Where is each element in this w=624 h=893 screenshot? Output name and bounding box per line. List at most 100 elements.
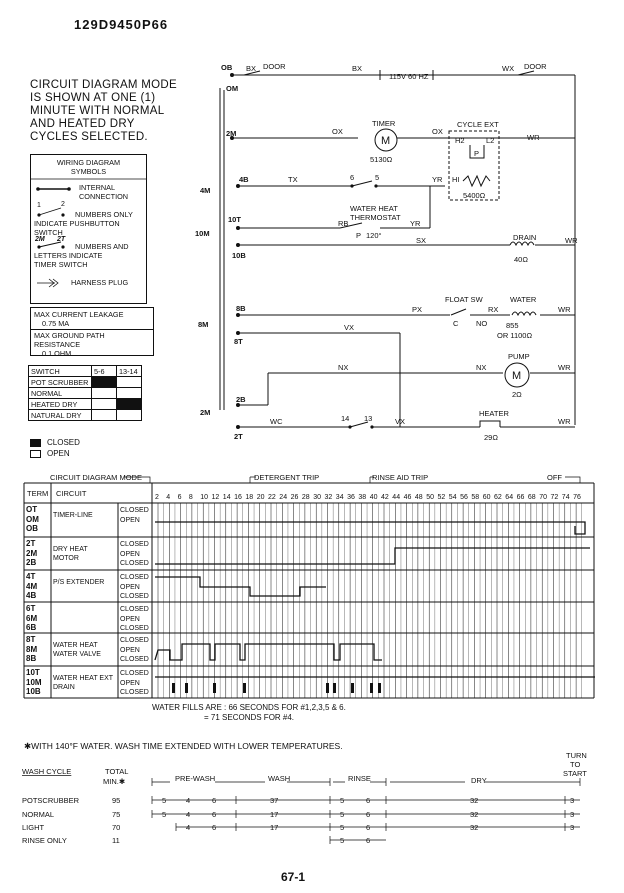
cycle-total: 95 — [112, 796, 120, 805]
phase-bar — [385, 810, 565, 818]
svg-text:CIRCUIT DIAGRAM MODE: CIRCUIT DIAGRAM MODE — [50, 473, 142, 482]
tick-label: 70 — [539, 494, 547, 501]
phase-bar — [329, 810, 386, 818]
svg-text:HEATER: HEATER — [479, 409, 509, 418]
switch-row: NATURAL DRY — [28, 409, 142, 421]
term-8b: 8B — [236, 304, 246, 313]
term-2m-low: 2M — [200, 408, 210, 417]
rinse-minutes: 6 — [366, 810, 370, 819]
prewash-minutes: 6 — [212, 796, 216, 805]
wash-cycle-table: WASH CYCLE TOTAL MIN.✱ PRE-WASH WASH RIN… — [22, 751, 587, 845]
svg-text:C: C — [453, 319, 459, 328]
rinse-minutes: 5 — [340, 836, 344, 845]
prewash-minutes: 6 — [212, 823, 216, 832]
svg-text:CYCLE EXT: CYCLE EXT — [457, 120, 499, 129]
cycle-name: LIGHT — [22, 823, 45, 832]
phase-bar — [235, 823, 330, 831]
tick-label: 62 — [494, 494, 502, 501]
dry-minutes: 32 — [470, 810, 478, 819]
rinse-minutes: 5 — [340, 810, 344, 819]
prewash-minutes: 4 — [186, 796, 190, 805]
svg-text:40Ω: 40Ω — [514, 255, 528, 264]
svg-text:RB: RB — [338, 219, 348, 228]
tick-label: 22 — [268, 494, 276, 501]
closed-key-icon — [30, 438, 41, 447]
svg-text:H2: H2 — [455, 136, 465, 145]
svg-text:855: 855 — [506, 321, 519, 330]
tick-label: 72 — [551, 494, 559, 501]
wash-minutes: 37 — [270, 796, 278, 805]
tick-label: 54 — [449, 494, 457, 501]
tick-label: 30 — [313, 494, 321, 501]
tick-label: 34 — [336, 494, 344, 501]
svg-text:RX: RX — [488, 305, 498, 314]
svg-text:YR: YR — [410, 219, 421, 228]
tick-label: 38 — [358, 494, 366, 501]
cycle-total: 70 — [112, 823, 120, 832]
svg-text:13: 13 — [364, 414, 372, 423]
svg-text:TX: TX — [288, 175, 298, 184]
svg-text:PX: PX — [412, 305, 422, 314]
svg-text:WR: WR — [558, 363, 571, 372]
cycle-total: 75 — [112, 810, 120, 819]
svg-text:DOOR: DOOR — [524, 62, 547, 71]
switch-row: NORMAL — [28, 387, 142, 399]
tick-label: 12 — [212, 494, 220, 501]
svg-text:WATER: WATER — [510, 295, 537, 304]
svg-text:OR 1100Ω: OR 1100Ω — [497, 331, 532, 340]
tick-label: 42 — [381, 494, 389, 501]
svg-text:NO: NO — [476, 319, 487, 328]
svg-text:5: 5 — [375, 173, 379, 182]
svg-text:RINSE: RINSE — [348, 774, 371, 783]
tick-label: 4 — [166, 494, 170, 501]
term-om: OM — [226, 84, 238, 93]
svg-text:TO: TO — [570, 760, 580, 769]
tick-label: 20 — [257, 494, 265, 501]
svg-text:CIRCUIT: CIRCUIT — [56, 489, 87, 498]
svg-text:M: M — [381, 135, 390, 147]
term-2t: 2T — [234, 432, 243, 441]
phase-bar — [329, 796, 386, 804]
page-number: 67-1 — [281, 870, 306, 884]
svg-text:DOOR: DOOR — [263, 62, 286, 71]
tick-label: 52 — [438, 494, 446, 501]
term-4b: 4B — [239, 175, 249, 184]
svg-text:5130Ω: 5130Ω — [370, 155, 393, 164]
tick-label: 66 — [517, 494, 525, 501]
prewash-minutes: 4 — [186, 823, 190, 832]
prewash-minutes: 6 — [212, 810, 216, 819]
tick-label: 40 — [370, 494, 378, 501]
tick-label: 68 — [528, 494, 536, 501]
phase-bar — [564, 810, 580, 818]
cycle-name: RINSE ONLY — [22, 836, 67, 845]
svg-text:WASH CYCLE: WASH CYCLE — [22, 767, 71, 776]
svg-text:L2: L2 — [486, 136, 494, 145]
phase-bar — [564, 796, 580, 804]
rinse-minutes: 6 — [366, 836, 370, 845]
tick-label: 46 — [404, 494, 412, 501]
tick-label: 56 — [460, 494, 468, 501]
switch-row: HEATED DRY — [28, 398, 142, 410]
phase-bar — [235, 810, 330, 818]
tick-label: 64 — [505, 494, 513, 501]
svg-text:WR: WR — [565, 236, 578, 245]
tick-label: 76 — [573, 494, 581, 501]
row-circuit: P/S EXTENDER — [53, 579, 105, 586]
row-circuit: TIMER-LINE — [53, 512, 93, 519]
cycle-name: NORMAL — [22, 810, 54, 819]
svg-text:OX: OX — [332, 127, 343, 136]
svg-text:START: START — [563, 769, 587, 778]
tick-label: 16 — [234, 494, 242, 501]
tick-label: 10 — [200, 494, 208, 501]
svg-text:WR: WR — [558, 305, 571, 314]
legend-symbols — [31, 178, 146, 288]
tick-label: 2 — [155, 494, 159, 501]
